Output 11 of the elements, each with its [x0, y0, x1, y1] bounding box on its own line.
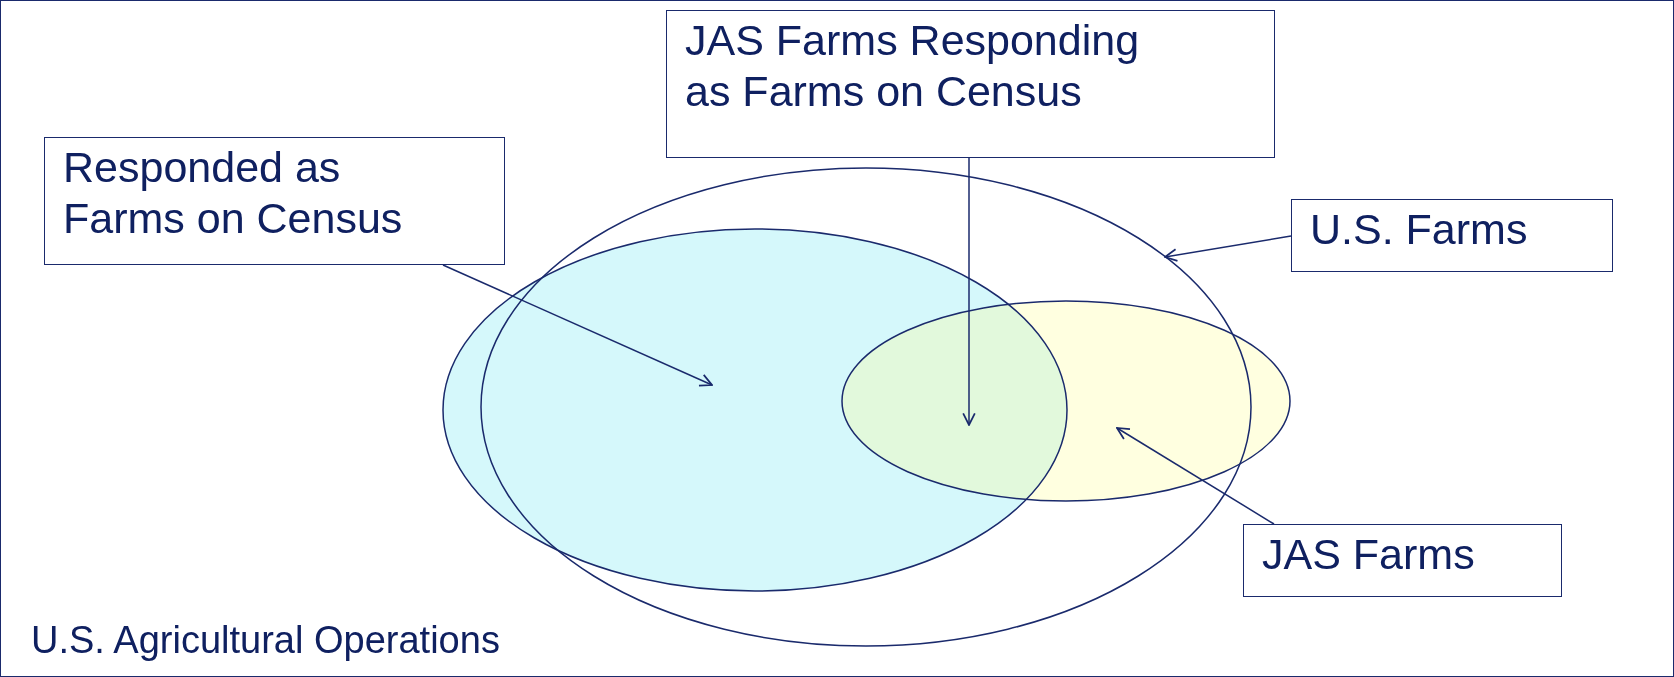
region-label: U.S. Agricultural Operations [31, 619, 500, 662]
leader-arrow [1164, 235, 1292, 262]
label-box: Responded as Farms on Census [44, 137, 505, 265]
label-box: JAS Farms [1243, 524, 1562, 597]
leader-arrow [1116, 427, 1275, 525]
label-box: JAS Farms Responding as Farms on Census [666, 10, 1275, 158]
label-box: U.S. Farms [1291, 199, 1613, 272]
leader-arrow [962, 157, 976, 426]
ellipse [442, 228, 1068, 592]
leader-arrow [442, 264, 713, 387]
ellipse [841, 300, 1291, 502]
